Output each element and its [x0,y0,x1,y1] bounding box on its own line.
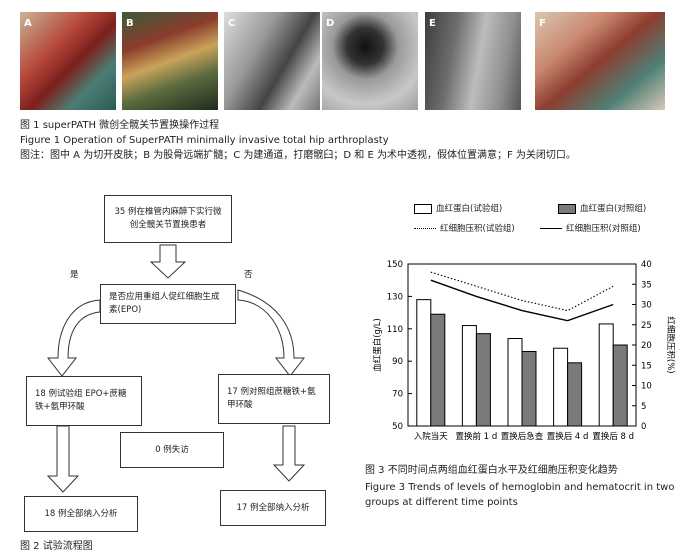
legend-item-hct-trial: 红细胞压积(试验组) [414,222,515,234]
panel-label-f: F [539,18,546,29]
figure1-panel-a: A [20,12,116,110]
legend-label-hct-control: 红细胞压积(对照组) [566,224,641,234]
y2-tick-label: 0 [641,422,646,432]
y-tick-label: 70 [392,390,403,400]
bar-hb-control [430,313,446,427]
flow-box-control-final: 17 例全部纳入分析 [220,490,326,526]
y2-tick-label: 20 [641,341,652,351]
legend-item-hct-control: 红细胞压积(对照组) [540,222,641,234]
y2-tick-label: 10 [641,382,652,392]
flow-label-no: 否 [244,270,253,280]
figure1-panel-f: F [535,12,665,110]
panel-label-c: C [228,18,236,29]
y2-tick-label: 35 [641,280,652,290]
flow-box-trial: 18 例试验组 EPO+蔗糖铁+氨甲环酸 [26,376,142,426]
figure1-panel-b: B [122,12,218,110]
flow-box-trial-final-text: 18 例全部纳入分析 [44,508,118,519]
bar-hb-trial [416,299,432,427]
legend-label-hb-trial: 血红蛋白(试验组) [436,204,503,214]
y2-axis-label: 红细胞压积(%) [665,316,676,373]
chart-legend: 血红蛋白(试验组) 血红蛋白(对照组) 红细胞压积(试验组) 红细胞压积(对照组… [408,198,668,246]
bar-hb-control [521,350,537,427]
figure1-caption-cn: 图 1 superPATH 微创全髋关节置换操作过程 [20,120,220,131]
figure1-caption-en: Figure 1 Operation of SuperPATH minimall… [20,135,389,146]
panel-label-b: B [126,18,134,29]
figure1-note: 图注：图中 A 为切开皮肤；B 为股骨远端扩髓；C 为建通道，打磨髋臼；D 和 … [20,150,576,161]
legend-item-hb-trial: 血红蛋白(试验组) [414,202,502,214]
bar-hb-trial [461,325,477,427]
figure1-panel-d: D [322,12,418,110]
flow-box-control-final-text: 17 例全部纳入分析 [236,502,310,513]
flow-box-start: 35 例在椎管内麻醉下实行微创全髋关节置换患者 [104,195,232,243]
flow-box-control-text: 17 例对照组蔗糖铁+氨甲环酸 [227,387,316,410]
figure1-panel-e: E [425,12,521,110]
flow-box-lost-text: 0 例失访 [155,444,189,455]
bar-hb-trial [553,347,569,427]
y-tick-label: 110 [387,325,403,335]
bar-hb-trial [598,323,614,427]
flow-box-question: 是否应用重组人促红细胞生成素(EPO) [100,284,236,324]
x-tick-label: 入院当天 [414,431,449,442]
x-tick-label: 置换后急查 [501,431,544,442]
figure3-caption-en-1: Figure 3 Trends of levels of hemoglobin … [365,482,675,493]
line-hct-trial [430,271,614,312]
flow-box-start-text: 35 例在椎管内麻醉下实行微创全髋关节置换患者 [114,207,222,230]
bar-hb-trial [507,338,523,427]
figure3-caption-cn: 图 3 不同时间点两组血红蛋白水平及红细胞压积变化趋势 [365,465,618,476]
line-hct-control [430,279,614,322]
y2-tick-label: 30 [641,301,652,311]
y-tick-label: 90 [392,357,403,367]
y-tick-label: 50 [392,422,403,432]
hemoglobin-hematocrit-chart: 50 70 90 110 130 150 0 5 10 15 20 25 30 35 40 血红蛋白(g/L)… [372,260,676,442]
legend-label-hb-control: 血红蛋白(对照组) [580,204,647,214]
legend-label-hct-trial: 红细胞压积(试验组) [440,224,515,234]
y-axis-label: 血红蛋白(g/L) [372,318,383,372]
y2-tick-label: 40 [641,260,652,270]
legend-swatch-hb-control [558,203,576,214]
figure1-panel-c: C [224,12,320,110]
flow-box-control: 17 例对照组蔗糖铁+氨甲环酸 [218,374,330,424]
legend-swatch-hb-trial [414,203,432,214]
panel-label-e: E [429,18,436,29]
panel-label-d: D [326,18,335,29]
legend-swatch-hct-control [540,228,562,229]
x-tick-label: 置换后 4 d [547,431,589,442]
flow-label-yes: 是 [70,270,79,280]
legend-item-hb-control: 血红蛋白(对照组) [558,202,646,214]
bar-hb-control [475,333,491,427]
flow-box-trial-final: 18 例全部纳入分析 [24,496,138,532]
legend-swatch-hct-trial [414,228,436,229]
figure3-caption-en-2: groups at different time points [365,497,518,508]
x-tick-label: 置换前 1 d [456,431,498,442]
flow-box-trial-text: 18 例试验组 EPO+蔗糖铁+氨甲环酸 [35,389,127,412]
flowchart-arrows [46,244,306,493]
panel-label-a: A [24,18,32,29]
flow-box-lost: 0 例失访 [120,432,224,468]
flow-box-question-text: 是否应用重组人促红细胞生成素(EPO) [109,292,220,315]
y-tick-label: 130 [387,292,403,302]
y2-tick-label: 25 [641,321,652,331]
y2-tick-label: 15 [641,361,652,371]
x-tick-label: 置换后 8 d [592,431,634,442]
bar-hb-control [567,362,583,427]
figure2-caption: 图 2 试验流程图 [20,541,93,552]
bar-hb-control [612,344,628,427]
y-tick-label: 150 [387,260,403,270]
y2-tick-label: 5 [641,402,646,412]
